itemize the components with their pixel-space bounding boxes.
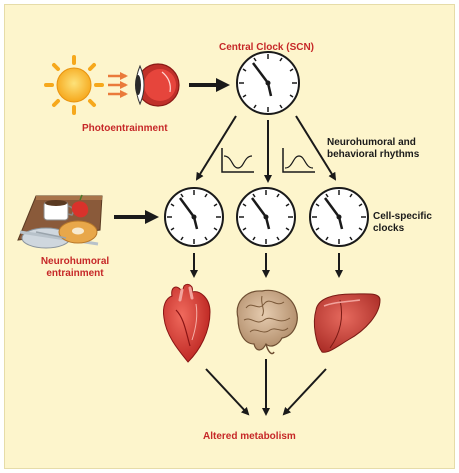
- liver-icon: [313, 293, 381, 353]
- cell-specific-clocks-label: Cell-specific clocks: [373, 211, 432, 234]
- rhythm-waveform-2: [282, 148, 315, 173]
- peripheral-clock-3-icon: [309, 187, 369, 247]
- light-arrows: [108, 72, 128, 98]
- central-clock-label: Central Clock (SCN): [219, 42, 315, 53]
- organ-to-metabolism-arrows: [205, 359, 327, 416]
- central-to-peripheral-arrows: [195, 115, 337, 183]
- clock-to-organ-arrows: [190, 253, 343, 278]
- sun-icon: [44, 55, 104, 115]
- neurohumoral-rhythms-label: Neurohumoral and behavioral rhythms: [327, 137, 420, 160]
- rhythm-waveform-1: [221, 148, 254, 173]
- eye-icon: [135, 63, 180, 107]
- heart-icon: [163, 283, 211, 363]
- peripheral-clock-2-icon: [236, 187, 296, 247]
- photoentrainment-label: Photoentrainment: [82, 123, 168, 134]
- peripheral-clock-1-icon: [164, 187, 224, 247]
- food-tray-icon: [17, 194, 103, 249]
- altered-metabolism-label: Altered metabolism: [203, 431, 296, 442]
- central-clock-icon: [236, 51, 300, 115]
- brain-icon: [236, 289, 298, 355]
- neurohumoral-entrainment-label: Neurohumoral entrainment: [40, 256, 110, 279]
